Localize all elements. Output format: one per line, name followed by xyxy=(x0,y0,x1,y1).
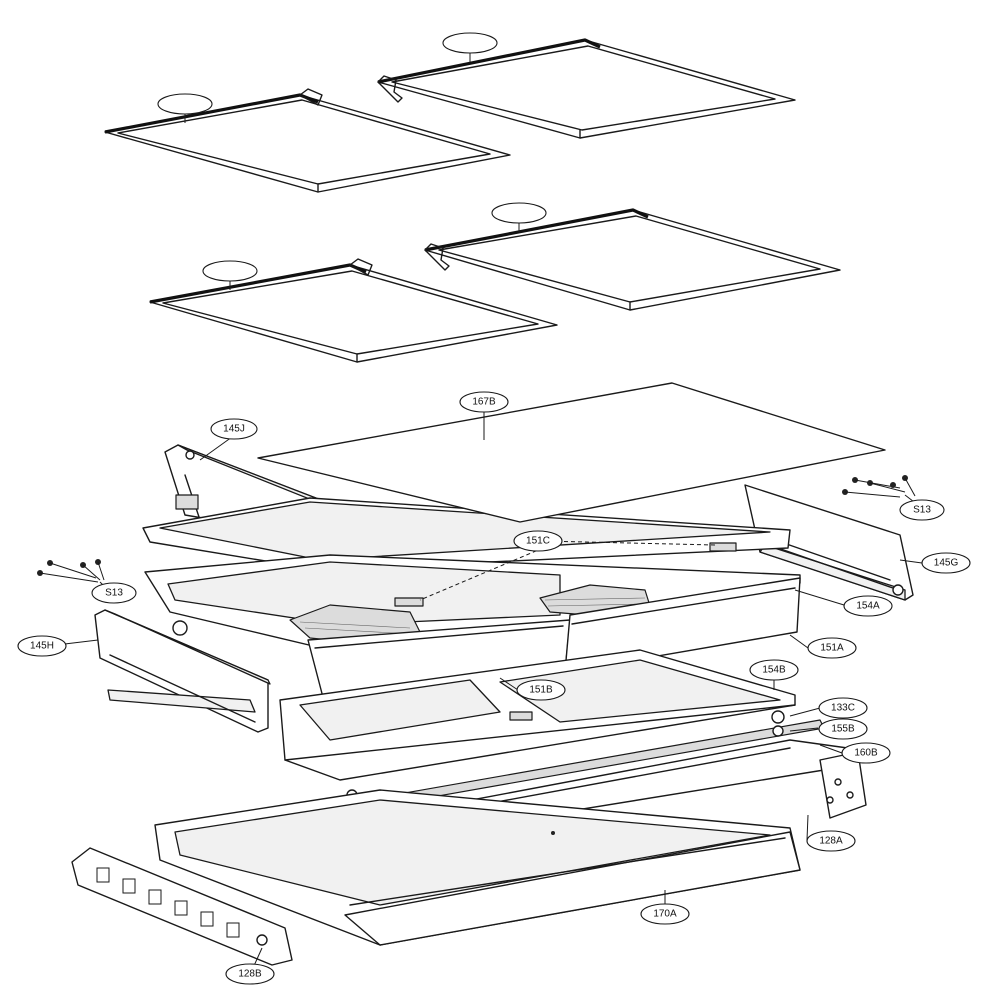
crisper-cover-167b xyxy=(257,382,886,523)
callout-s13-left: S13 xyxy=(91,582,137,604)
callout-label: 145J xyxy=(223,424,245,435)
callout-bubble-blank xyxy=(202,260,258,282)
callout-128a: 128A xyxy=(806,830,856,852)
glass-shelf-top-right xyxy=(377,32,796,139)
callout-label: 155B xyxy=(831,724,855,735)
callout-bubble-blank xyxy=(491,202,547,224)
callout-label: S13 xyxy=(105,588,123,599)
callout-154a: 154A xyxy=(843,595,893,617)
callout-151b: 151B xyxy=(516,679,566,701)
shelf-frame-154b xyxy=(279,649,796,801)
callout-145h: 145H xyxy=(17,635,67,657)
callout-133c: 133C xyxy=(818,697,868,719)
callout-155b: 155B xyxy=(818,718,868,740)
callout-label: 128B xyxy=(238,969,262,980)
callout-label: 154A xyxy=(856,601,880,612)
callout-128b: 128B xyxy=(225,963,275,985)
bottom-tray-170a xyxy=(154,789,801,946)
callout-145g: 145G xyxy=(921,552,971,574)
callout-label: 151B xyxy=(529,685,553,696)
callout-label: 145G xyxy=(934,558,959,569)
callout-label: 128A xyxy=(819,836,843,847)
glass-shelf-top-left xyxy=(104,88,511,193)
screw-set-s13-left xyxy=(37,559,105,583)
drawer-frame-154a xyxy=(142,497,791,571)
callout-151a: 151A xyxy=(807,637,857,659)
callout-145j: 145J xyxy=(210,418,258,440)
callout-label: 154B xyxy=(762,665,786,676)
callout-label: 151C xyxy=(526,536,550,547)
callout-label: 170A xyxy=(653,909,677,920)
side-frame-left-145h xyxy=(94,609,271,733)
callout-label: 160B xyxy=(854,748,878,759)
callout-label: 151A xyxy=(820,643,844,654)
callout-160b: 160B xyxy=(841,742,891,764)
hinge-bracket-128b xyxy=(71,847,293,966)
screw-set-s13-right xyxy=(842,475,916,498)
crisper-drawers-151 xyxy=(144,542,801,706)
callout-s13-right: S13 xyxy=(899,499,945,521)
callout-bubble-blank xyxy=(157,93,213,115)
glass-shelf-middle-left xyxy=(149,258,558,363)
callout-170a: 170A xyxy=(640,903,690,925)
callout-label: 133C xyxy=(831,703,855,714)
callout-167b: 167B xyxy=(459,391,509,413)
callout-154b: 154B xyxy=(749,659,799,681)
glass-shelf-middle-right xyxy=(424,202,841,311)
callout-label: 167B xyxy=(472,397,496,408)
callout-bubble-blank xyxy=(442,32,498,54)
callout-label: S13 xyxy=(913,505,931,516)
callout-151c: 151C xyxy=(513,530,563,552)
callout-label: 145H xyxy=(30,641,54,652)
